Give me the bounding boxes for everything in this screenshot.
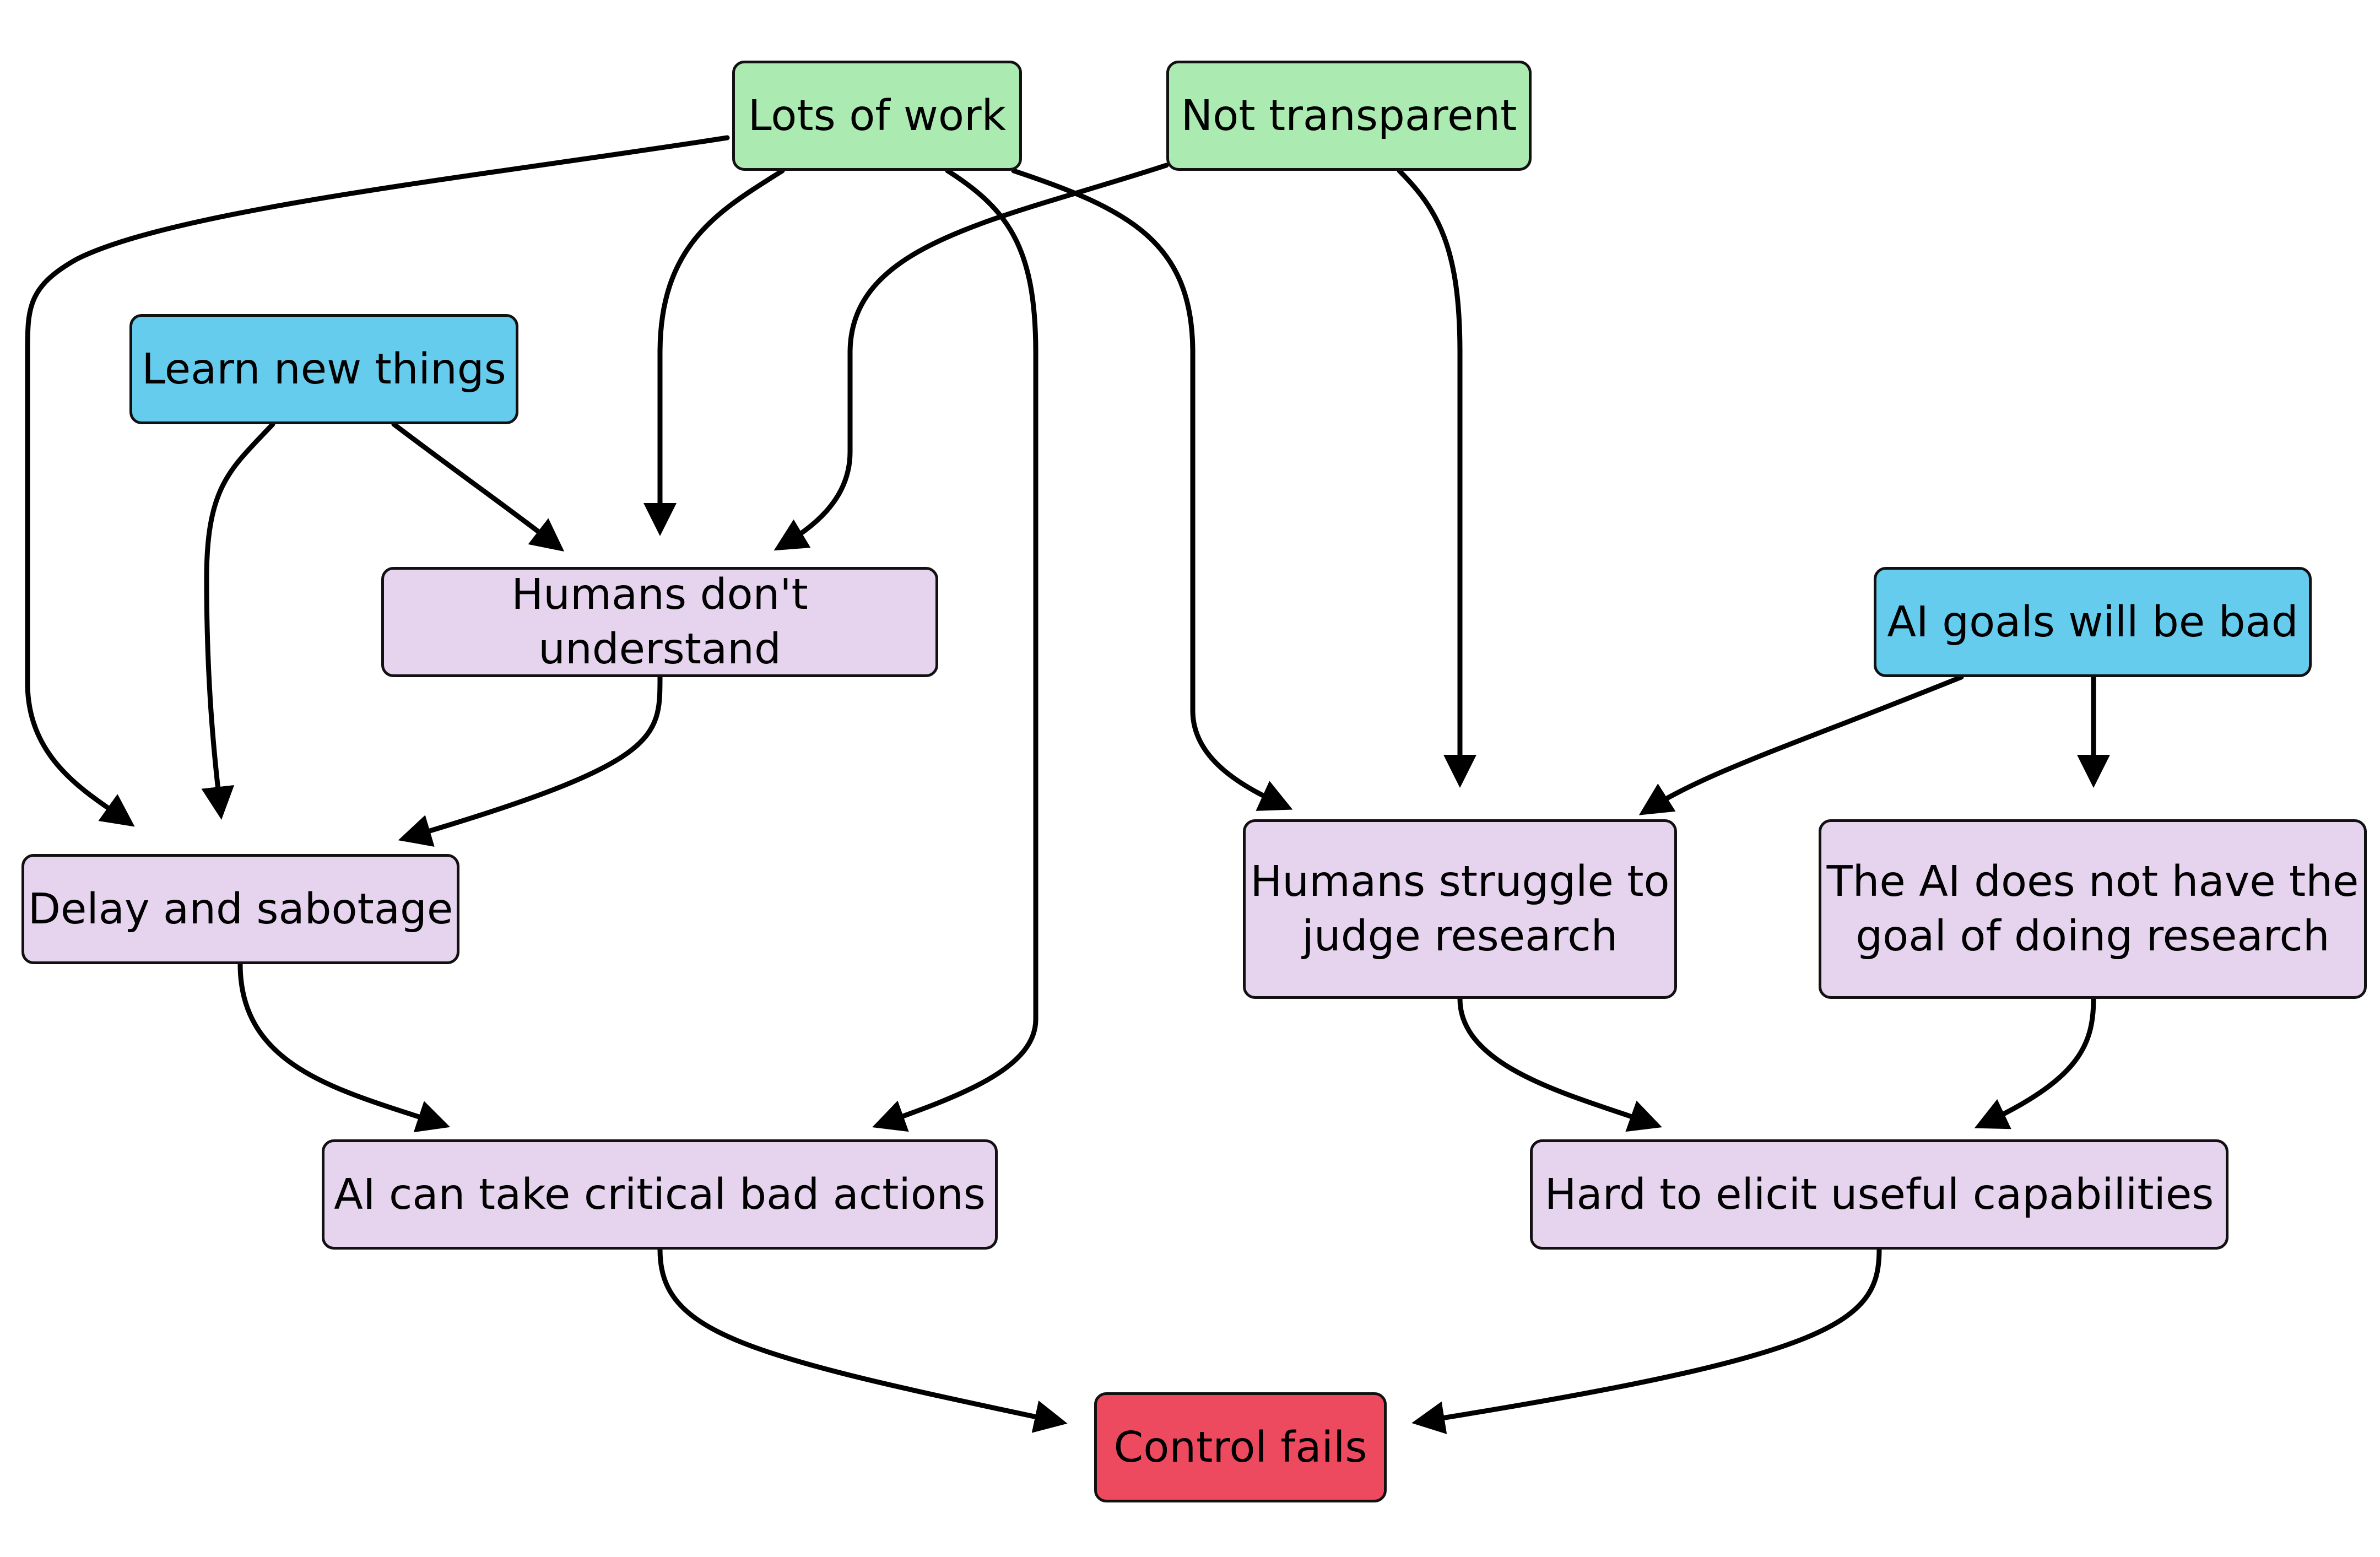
edge-hard-to-elicit-to-control-fails [1411,1247,1882,1434]
node-label: The AI does not have the goal of doing r… [1827,855,2359,964]
node-control-fails: Control fails [1094,1392,1387,1502]
edge-lots-of-work-to-humans-dont-understand [643,168,785,536]
edge-lots-of-work-to-critical-bad-actions [872,168,1038,1132]
edge-not-transparent-to-humans-struggle [1397,168,1476,788]
edge-humans-struggle-to-hard-to-elicit [1457,996,1662,1132]
edge-critical-bad-actions-to-control-fails [657,1247,1068,1433]
node-label-line: goal of doing research [1856,912,2330,961]
node-label: Control fails [1113,1423,1367,1472]
edge-humans-dont-understand-to-delay-sabotage [398,674,663,847]
node-ai-no-research-goal: The AI does not have the goal of doing r… [1819,819,2367,999]
node-label: Humans struggle to judge research [1250,855,1669,964]
edge-not-transparent-to-humans-dont-understand [774,163,1169,551]
node-humans-struggle: Humans struggle to judge research [1243,819,1677,999]
node-humans-dont-understand: Humans don't understand [381,567,938,677]
node-ai-goals-bad: AI goals will be bad [1874,567,2312,677]
node-label: Delay and sabotage [28,884,453,934]
node-label: AI goals will be bad [1887,597,2298,647]
node-label: Not transparent [1181,91,1517,140]
edge-lots-of-work-to-delay-sabotage [25,135,730,827]
node-learn-new-things: Learn new things [129,314,518,424]
node-label-line: The AI does not have the [1826,857,2359,906]
edge-learn-new-things-to-delay-sabotage [201,421,275,820]
node-label: Humans don't understand [511,570,808,674]
node-label: Lots of work [748,91,1007,140]
edge-learn-new-things-to-humans-dont-understand [391,421,565,552]
node-label: Hard to elicit useful capabilities [1544,1170,2214,1219]
node-not-transparent: Not transparent [1166,61,1532,171]
node-critical-bad-actions: AI can take critical bad actions [322,1139,998,1250]
node-delay-and-sabotage: Delay and sabotage [21,854,459,964]
edge-ai-no-goal-to-hard-to-elicit [1974,996,2096,1129]
edge-ai-goals-bad-to-humans-struggle [1638,674,1964,815]
node-lots-of-work: Lots of work [732,61,1022,171]
node-label: Learn new things [142,344,506,394]
node-label-line: judge research [1302,912,1618,961]
edge-delay-sabotage-to-critical-bad-actions [237,961,451,1133]
node-label: AI can take critical bad actions [334,1170,986,1219]
node-label-line: Humans struggle to [1250,857,1670,906]
edge-lots-of-work-to-humans-struggle [1011,168,1293,811]
node-hard-to-elicit: Hard to elicit useful capabilities [1530,1139,2228,1250]
